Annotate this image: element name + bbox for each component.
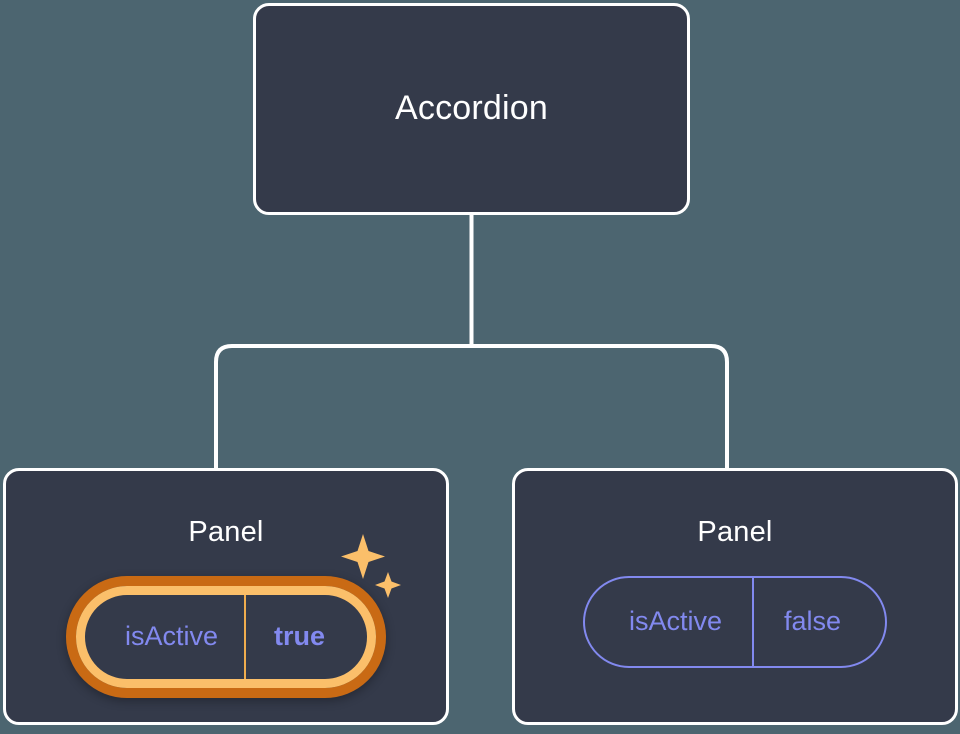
node-panel-inactive[interactable]: Panel isActive false [512,468,958,725]
connector-branch-bar [214,344,729,468]
node-panel-active[interactable]: Panel isActive true [3,468,449,725]
prop-pill-isactive-false[interactable]: isActive false [582,575,888,668]
node-title: Panel [697,516,773,548]
node-title: Accordion [395,89,548,128]
prop-key-label: isActive [124,621,218,652]
prop-pill-isactive-true[interactable]: isActive true [65,575,387,698]
sparkle-icon [375,571,402,598]
prop-value-label: false [751,577,885,666]
sparkle-icon [341,533,386,579]
prop-pill-wrapper: isActive true [65,533,402,698]
node-accordion[interactable]: Accordion [253,3,690,215]
prop-key-label: isActive [628,606,722,637]
node-title: Panel [188,516,264,548]
prop-pill-wrapper: isActive false [582,575,888,668]
prop-value-label: true [244,594,367,679]
prop-pill-inner-ring: isActive true [75,585,377,688]
